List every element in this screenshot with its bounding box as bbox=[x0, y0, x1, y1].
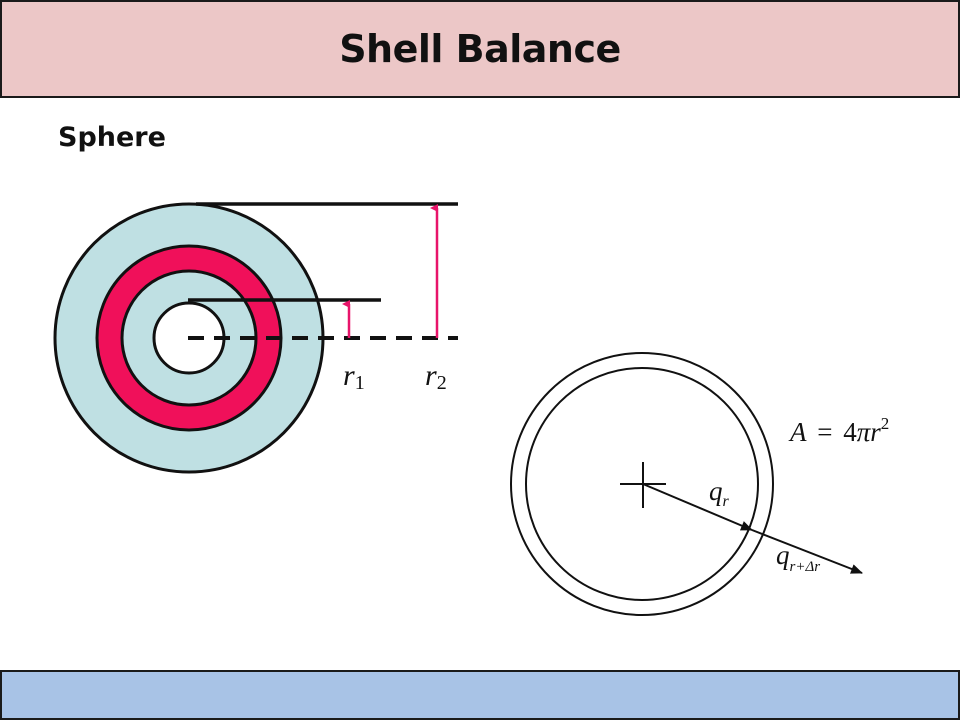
area-formula: A = 4πr2 bbox=[788, 414, 889, 447]
title-bar: Shell Balance bbox=[0, 0, 960, 98]
q-r-arrow bbox=[642, 483, 753, 531]
shell-flux-diagram bbox=[510, 352, 863, 616]
r2-label: r2 bbox=[425, 359, 447, 394]
r1-label: r1 bbox=[343, 359, 365, 394]
q-r-plus-dr-label: qr+Δr bbox=[776, 540, 820, 575]
slide-subtitle: Sphere bbox=[58, 122, 166, 153]
outer-shell-circle bbox=[510, 352, 774, 616]
inner-shell-circle bbox=[525, 367, 759, 601]
q-r-label: qr bbox=[709, 476, 730, 510]
footer-bar bbox=[0, 670, 960, 720]
q-r-plus-dr-arrow bbox=[751, 529, 863, 574]
slide-title: Shell Balance bbox=[339, 27, 621, 71]
